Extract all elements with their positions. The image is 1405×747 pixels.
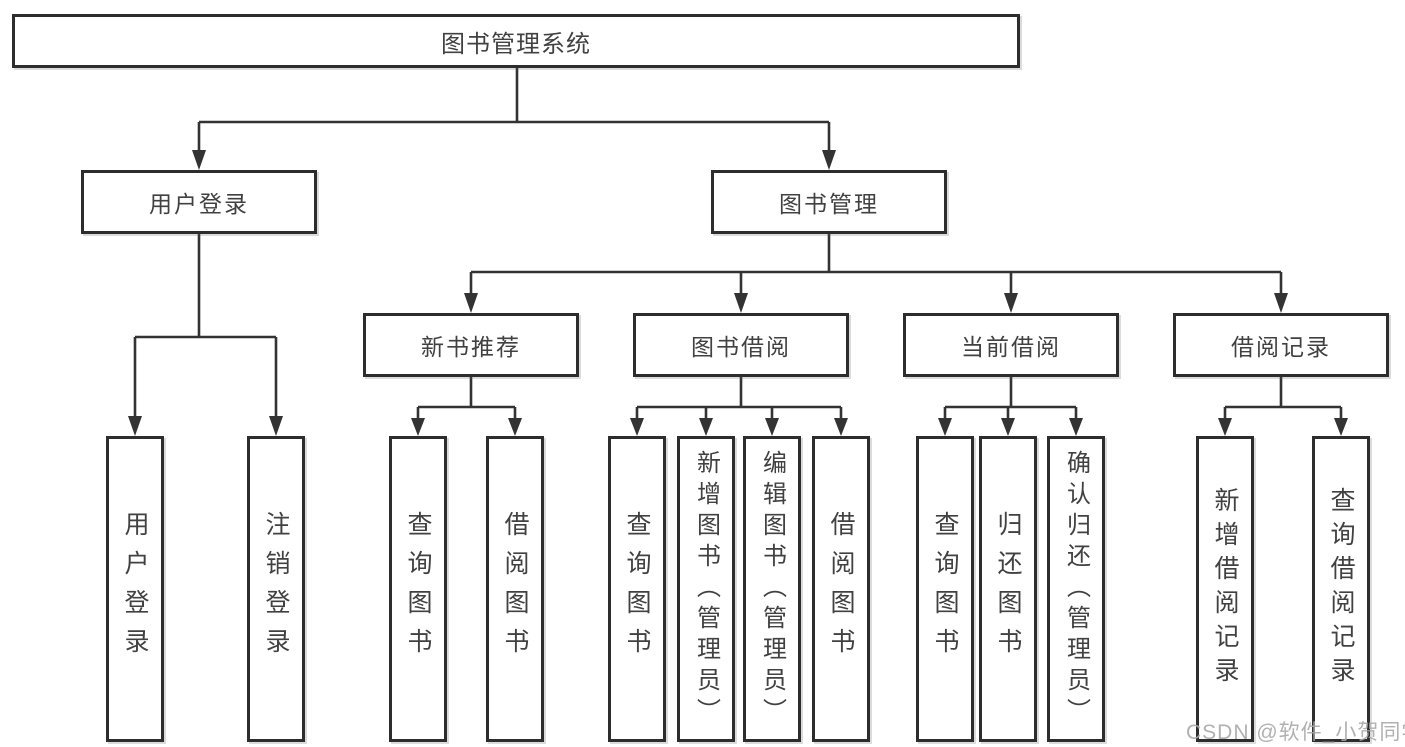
node-book-borrowing: 图书借阅 (633, 313, 849, 377)
node-current-borrowing: 当前借阅 (903, 313, 1119, 377)
node-query-borrow-record: 查询借阅记录 (1312, 436, 1370, 742)
node-borrowing-records: 借阅记录 (1173, 313, 1389, 377)
connector-newbook-to-children (411, 377, 522, 436)
node-query-books-borrow: 查询图书 (608, 436, 666, 742)
node-query-books-current: 查询图书 (916, 436, 974, 742)
node-add-borrow-record: 新增借阅记录 (1196, 436, 1254, 742)
node-library-system: 图书管理系统 (12, 14, 1020, 68)
node-book-management: 图书管理 (711, 170, 947, 234)
watermark: CSDN @软件_小贺同学 (1186, 721, 1405, 744)
node-edit-books-admin: 编辑图书（管理员） (743, 436, 801, 742)
connector-current-to-children (938, 377, 1083, 436)
connector-records-to-children (1218, 377, 1348, 436)
node-borrow-books-leaf: 借阅图书 (812, 436, 870, 742)
node-user-login: 用户登录 (81, 170, 317, 234)
connector-manage-to-level3 (464, 234, 1288, 313)
node-borrow-books-newbook: 借阅图书 (486, 436, 544, 742)
node-confirm-return-admin: 确认归还（管理员） (1047, 436, 1105, 742)
connector-root-to-level2 (192, 68, 836, 170)
connector-borrow-to-children (630, 377, 848, 436)
connector-login-to-children (128, 234, 283, 436)
node-user-login-leaf: 用户登录 (106, 436, 164, 742)
node-logout-leaf: 注销登录 (247, 436, 305, 742)
node-add-books-admin: 新增图书（管理员） (677, 436, 735, 742)
node-new-book-recommend: 新书推荐 (363, 313, 579, 377)
node-return-books: 归还图书 (979, 436, 1037, 742)
node-query-books-newbook: 查询图书 (389, 436, 447, 742)
